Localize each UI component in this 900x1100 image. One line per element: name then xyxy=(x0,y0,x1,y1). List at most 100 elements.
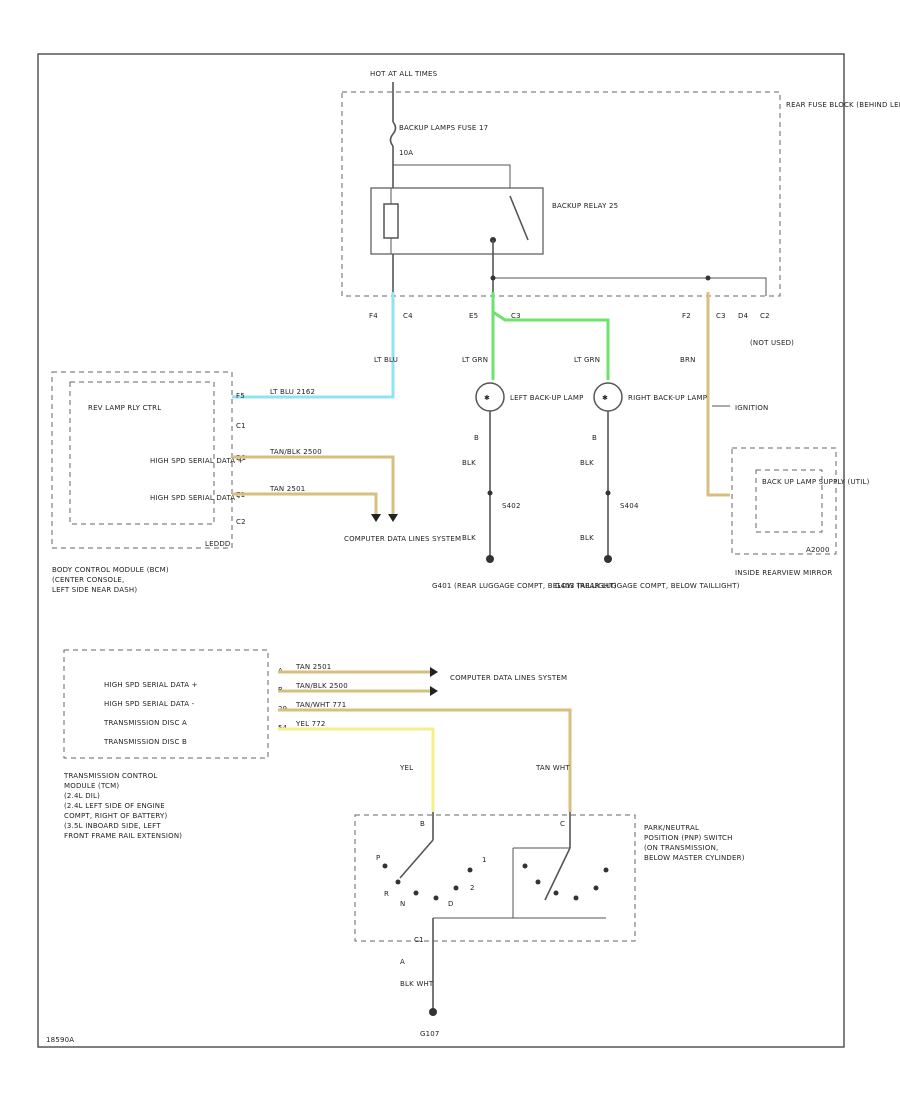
hot-at-all-times-label: HOT AT ALL TIMES xyxy=(370,70,438,78)
tcm-name-7: FRONT FRAME RAIL EXTENSION) xyxy=(64,832,182,840)
body-control-module: REV LAMP RLY CTRL F5 C1 HIGH SPD SERIAL … xyxy=(51,371,246,594)
pnp-switch-arm-left-icon xyxy=(399,839,434,879)
mirror-supply-label: BACK UP LAMP SUPPLY (UTIL) xyxy=(762,478,870,486)
splice-s402: S402 xyxy=(502,502,521,510)
right-lamp-pin: B xyxy=(592,434,597,442)
right-lamp-label: RIGHT BACK-UP LAMP xyxy=(628,394,707,402)
blk-label-3: BLK xyxy=(580,459,594,467)
lamp-bulb-icon-right: ✱ xyxy=(602,394,608,402)
tcm-tan-wht-wire xyxy=(278,708,572,812)
tcm-trans-b-label: TRANSMISSION DISC B xyxy=(103,738,187,746)
diagram-id-label: 18590A xyxy=(46,1036,74,1044)
computer-data-lines-label-2: COMPUTER DATA LINES SYSTEM xyxy=(450,674,567,682)
splice-s404: S404 xyxy=(620,502,639,510)
fuse-amps-label: 10A xyxy=(399,149,413,157)
left-lamp-pin: B xyxy=(474,434,479,442)
tcm-name-2: MODULE (TCM) xyxy=(64,782,119,790)
bcm-part-label: LEDDD xyxy=(205,540,231,548)
tcm-tan-wht-label: TAN/WHT 771 xyxy=(295,701,346,709)
connector-c3: C3 xyxy=(511,312,521,320)
transmission-control-module: HIGH SPD SERIAL DATA + HIGH SPD SERIAL D… xyxy=(63,649,287,840)
lt-blu-label: LT BLU xyxy=(374,356,398,364)
lamp-bulb-icon-left: ✱ xyxy=(484,394,490,402)
fuse-block: HOT AT ALL TIMES REAR FUSE BLOCK (BEHIND… xyxy=(341,70,900,347)
connector-c4: C4 xyxy=(403,312,413,320)
tan-blk-label: TAN/BLK 2500 xyxy=(269,448,322,456)
data-arrow-icon-2 xyxy=(388,514,398,522)
blk-wht-label: BLK WHT xyxy=(400,980,434,988)
not-used-label: (NOT USED) xyxy=(750,339,794,347)
pnp-connector-c1: C1 xyxy=(414,936,424,944)
left-back-up-lamp: ✱ LEFT BACK-UP LAMP B BLK S402 BLK xyxy=(462,382,584,563)
tcm-tan-label: TAN 2501 xyxy=(295,663,331,671)
pnp-name-4: BELOW MASTER CYLINDER) xyxy=(644,854,745,862)
ground-icon-g107 xyxy=(429,1008,437,1016)
mirror-part-label: A2000 xyxy=(806,546,830,554)
pnp-pin-b: B xyxy=(420,820,425,828)
tcm-name-5: COMPT, RIGHT OF BATTERY) xyxy=(64,812,167,820)
pnp-pin-c: C xyxy=(560,820,565,828)
ground-g107-label: G107 xyxy=(420,1030,440,1038)
bcm-pin-f5: F5 xyxy=(236,392,245,400)
ground-icon-g403 xyxy=(604,555,612,563)
pnp-ground-pin: A xyxy=(400,958,405,966)
brn-label: BRN xyxy=(680,356,696,364)
data-arrow-icon-3 xyxy=(430,667,438,677)
pnp-pos-1: 1 xyxy=(482,856,487,864)
tan-label: TAN 2501 xyxy=(269,485,305,493)
inside-rearview-mirror: BACK UP LAMP SUPPLY (UTIL) A2000 INSIDE … xyxy=(731,447,870,577)
connector-d4: D4 xyxy=(738,312,749,320)
relay-label: BACKUP RELAY 25 xyxy=(552,202,618,210)
connector-c2: C2 xyxy=(760,312,770,320)
park-neutral-position-switch: PARK/NEUTRAL POSITION (PNP) SWITCH (ON T… xyxy=(354,812,745,944)
tcm-trans-a-label: TRANSMISSION DISC A xyxy=(103,719,187,727)
lt-grn-label-right: LT GRN xyxy=(574,356,600,364)
connector-c3-b: C3 xyxy=(716,312,726,320)
tcm-name-3: (2.4L DIL) xyxy=(64,792,100,800)
relay-coil-icon xyxy=(383,203,399,239)
tcm-hsd-plus-label: HIGH SPD SERIAL DATA + xyxy=(104,681,198,689)
pnp-switch-arm-right-icon xyxy=(544,847,571,901)
ignition-label: IGNITION xyxy=(735,404,768,412)
blk-label-4: BLK xyxy=(580,534,594,542)
fuse-label: BACKUP LAMPS FUSE 17 xyxy=(399,124,488,132)
bcm-hsd-plus-label: HIGH SPD SERIAL DATA + xyxy=(150,457,244,465)
ground-icon-g401 xyxy=(486,555,494,563)
pnp-pos-d: D xyxy=(448,900,454,908)
connector-e5: E5 xyxy=(469,312,478,320)
connector-f4: F4 xyxy=(369,312,378,320)
pnp-name-3: (ON TRANSMISSION, xyxy=(644,844,718,852)
tan-wht-label: TAN WHT xyxy=(535,764,570,772)
left-lamp-label: LEFT BACK-UP LAMP xyxy=(510,394,584,402)
relay-box xyxy=(370,187,544,255)
lt-grn-label-left: LT GRN xyxy=(462,356,488,364)
pnp-pos-2: 2 xyxy=(470,884,475,892)
tan-blk-wire xyxy=(232,455,395,515)
bcm-hsd-minus-label: HIGH SPD SERIAL DATA - xyxy=(150,494,241,502)
fuse-icon xyxy=(389,121,397,147)
ground-g401-label: G401 (REAR LUGGAGE COMPT, BELOW TAILLIGH… xyxy=(432,582,617,590)
pnp-name-1: PARK/NEUTRAL xyxy=(644,824,699,832)
data-arrow-icon-4 xyxy=(430,686,438,696)
tcm-hsd-minus-label: HIGH SPD SERIAL DATA - xyxy=(104,700,195,708)
data-arrow-icon-1 xyxy=(371,514,381,522)
bcm-name-2: (CENTER CONSOLE, xyxy=(52,576,124,584)
mirror-name-label: INSIDE REARVIEW MIRROR xyxy=(735,569,832,577)
blk-label-1: BLK xyxy=(462,459,476,467)
pnp-pos-p: P xyxy=(376,854,380,862)
bcm-name-1: BODY CONTROL MODULE (BCM) xyxy=(52,566,169,574)
pnp-name-2: POSITION (PNP) SWITCH xyxy=(644,834,733,842)
tcm-name-6: (3.5L INBOARD SIDE, LEFT xyxy=(64,822,161,830)
pnp-pos-r: R xyxy=(384,890,389,898)
ground-g403-label: G403 (REAR LUGGAGE COMPT, BELOW TAILLIGH… xyxy=(555,582,740,590)
bcm-name-3: LEFT SIDE NEAR DASH) xyxy=(52,586,137,594)
tan-wire xyxy=(232,492,378,515)
computer-data-lines-label-1: COMPUTER DATA LINES SYSTEM xyxy=(344,535,461,543)
right-back-up-lamp: ✱ RIGHT BACK-UP LAMP B BLK S404 BLK xyxy=(580,382,707,563)
lt-blu-wire xyxy=(232,292,395,399)
bcm-c2: C2 xyxy=(236,518,246,526)
bcm-rev-lamp-label: REV LAMP RLY CTRL xyxy=(88,404,161,412)
tcm-yel-label: YEL 772 xyxy=(295,720,326,728)
yel-label: YEL xyxy=(399,764,413,772)
